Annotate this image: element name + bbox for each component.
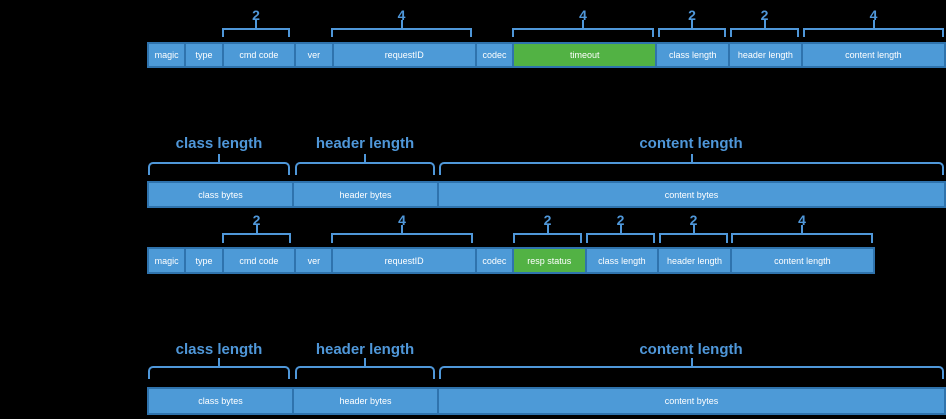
response-header-bar: magic type cmd code ver requestID codec … xyxy=(147,247,875,274)
section-label-class-length: class length xyxy=(175,135,263,152)
field-class-bytes: class bytes xyxy=(149,183,294,206)
size-marker: 2 xyxy=(252,7,260,23)
size-brace-content-length: 4 xyxy=(731,213,873,243)
size-marker: 4 xyxy=(397,7,406,23)
size-brace-resp-status: 2 xyxy=(513,213,582,243)
size-marker: 2 xyxy=(688,7,696,23)
field-type: type xyxy=(186,249,224,272)
size-brace-cmd-code: 2 xyxy=(222,8,290,37)
field-header-length: header length xyxy=(659,249,732,272)
size-brace-header-length: 2 xyxy=(730,8,799,37)
size-brace-header-length: 2 xyxy=(659,213,728,243)
field-magic: magic xyxy=(149,249,187,272)
field-request-id: requestID xyxy=(334,44,477,66)
field-magic: magic xyxy=(149,44,187,66)
size-brace-content-length: 4 xyxy=(803,8,944,37)
body-brace-class xyxy=(148,358,290,379)
field-codec: codec xyxy=(477,249,514,272)
body-brace-content xyxy=(439,154,944,175)
request-body-bar: class bytes header bytes content bytes xyxy=(147,181,946,208)
section-label-class-length: class length xyxy=(175,341,263,358)
field-codec: codec xyxy=(477,44,515,66)
size-marker: 2 xyxy=(760,7,769,23)
size-marker: 2 xyxy=(616,212,625,228)
body-brace-content xyxy=(439,358,944,379)
body-brace-header xyxy=(295,358,435,379)
field-content-length: content length xyxy=(845,50,902,60)
field-content-length: content length xyxy=(774,255,831,266)
body-brace-class xyxy=(148,154,290,175)
field-class-bytes: class bytes xyxy=(149,389,294,413)
size-marker: 4 xyxy=(798,212,806,228)
size-brace-timeout: 4 xyxy=(512,8,654,37)
field-resp-status: resp status xyxy=(513,249,587,272)
size-marker: 2 xyxy=(252,212,261,228)
field-header-bytes: header bytes xyxy=(294,389,439,413)
field-class-length: class length xyxy=(587,249,660,272)
field-cmd-code: cmd code xyxy=(224,44,297,66)
field-content-bytes: content bytes xyxy=(664,189,719,200)
field-header-bytes: header bytes xyxy=(294,183,439,206)
field-timeout: timeout xyxy=(514,44,658,66)
size-brace-request-id: 4 xyxy=(331,8,472,37)
size-marker: 2 xyxy=(543,212,552,228)
size-marker: 2 xyxy=(689,212,698,228)
size-brace-request-id: 4 xyxy=(331,213,473,243)
field-request-id: requestID xyxy=(333,249,477,272)
section-label-header-length: header length xyxy=(315,135,415,152)
section-label-header-length: header length xyxy=(315,341,415,358)
size-brace-class-length: 2 xyxy=(658,8,726,37)
field-type: type xyxy=(186,44,224,66)
field-ver: ver xyxy=(296,249,334,272)
response-body-bar: class bytes header bytes content bytes xyxy=(147,387,946,415)
body-brace-header xyxy=(295,154,435,175)
field-ver: ver xyxy=(296,44,334,66)
field-cmd-code: cmd code xyxy=(224,249,297,272)
field-content-bytes: content bytes xyxy=(664,396,719,406)
size-marker: 4 xyxy=(398,212,406,228)
field-class-length: class length xyxy=(657,44,731,66)
section-label-content-length: content length xyxy=(639,341,743,358)
field-header-length: header length xyxy=(730,44,803,66)
size-brace-cmd-code: 2 xyxy=(222,213,291,243)
request-header-bar: magic type cmd code ver requestID codec … xyxy=(147,42,946,68)
size-marker: 4 xyxy=(869,7,878,23)
size-brace-class-length: 2 xyxy=(586,213,655,243)
section-label-content-length: content length xyxy=(639,135,743,152)
size-marker: 4 xyxy=(579,7,587,23)
